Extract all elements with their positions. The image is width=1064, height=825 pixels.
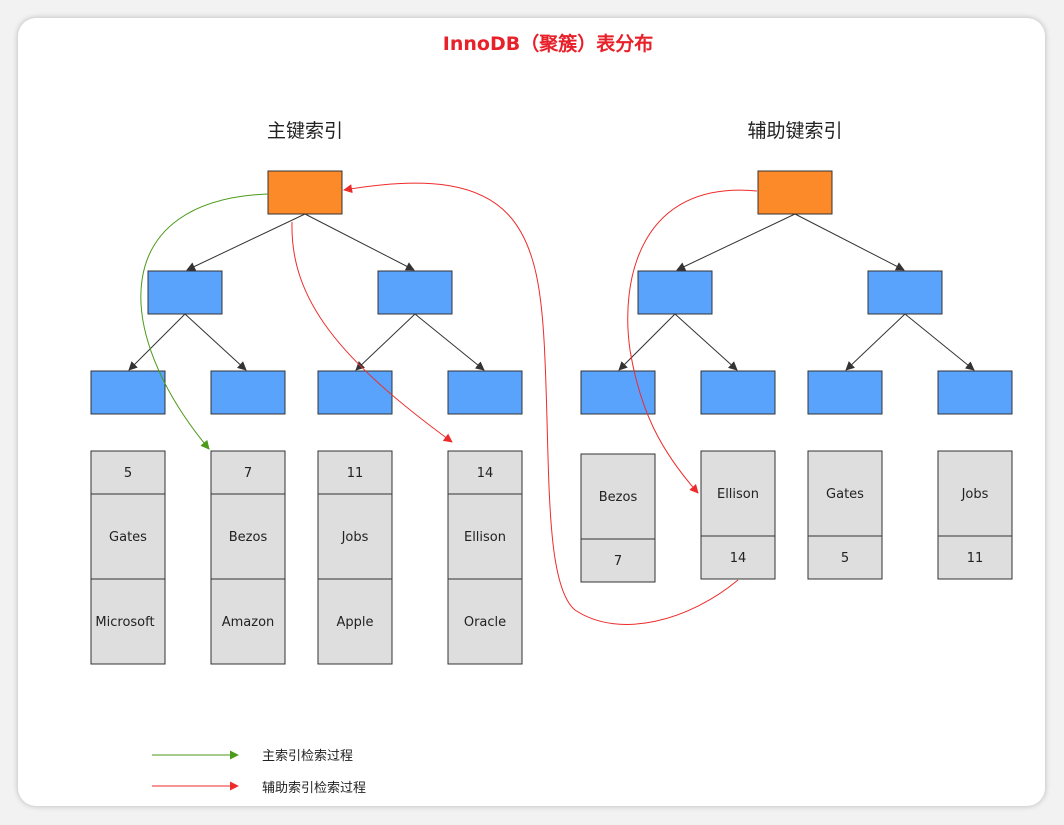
primary-row-2: 11 Jobs Apple bbox=[317, 450, 393, 665]
row-name: Bezos bbox=[229, 530, 268, 545]
row-company: Microsoft bbox=[95, 615, 154, 630]
primary-row-3: 14 Ellison Oracle bbox=[447, 450, 523, 665]
row-name: Ellison bbox=[717, 487, 759, 502]
row-id: 14 bbox=[730, 551, 747, 566]
primary-index-label: 主键索引 bbox=[267, 120, 343, 142]
row-company: Amazon bbox=[222, 615, 275, 630]
primary-leaf-node bbox=[447, 370, 523, 415]
row-id: 5 bbox=[841, 551, 849, 566]
row-name: Gates bbox=[109, 530, 147, 545]
secondary-leaf-node bbox=[700, 370, 776, 415]
primary-row-0: 5 Gates Microsoft bbox=[90, 450, 166, 665]
secondary-row-1: Ellison 14 bbox=[700, 450, 776, 580]
row-id: 5 bbox=[124, 466, 132, 481]
row-name: Gates bbox=[826, 487, 864, 502]
row-company: Apple bbox=[336, 615, 373, 630]
row-id: 7 bbox=[614, 554, 622, 569]
diagram-title: InnoDB（聚簇）表分布 bbox=[443, 32, 653, 55]
primary-internal-node-left bbox=[147, 270, 223, 315]
secondary-internal-node-right bbox=[867, 270, 943, 315]
primary-leaf-node bbox=[90, 370, 166, 415]
primary-tree-edges bbox=[128, 213, 485, 371]
secondary-row-2: Gates 5 bbox=[807, 450, 883, 580]
secondary-row-3: Jobs 11 bbox=[937, 450, 1013, 580]
row-id: 14 bbox=[477, 466, 494, 481]
secondary-search-path-step-1 bbox=[627, 189, 758, 494]
row-id: 11 bbox=[967, 551, 984, 566]
secondary-search-path-step-3 bbox=[291, 221, 453, 443]
secondary-leaf-node bbox=[580, 370, 656, 415]
primary-row-1: 7 Bezos Amazon bbox=[210, 450, 286, 665]
row-name: Jobs bbox=[341, 530, 369, 545]
secondary-search-path-step-2 bbox=[343, 182, 739, 625]
primary-leaf-node bbox=[210, 370, 286, 415]
row-id: 7 bbox=[244, 466, 252, 481]
secondary-leaf-node bbox=[807, 370, 883, 415]
secondary-internal-node-left bbox=[637, 270, 713, 315]
row-name: Ellison bbox=[464, 530, 506, 545]
primary-root-node bbox=[267, 170, 343, 215]
primary-search-path bbox=[140, 193, 269, 450]
row-id: 11 bbox=[347, 466, 364, 481]
legend-secondary-label: 辅助索引检索过程 bbox=[262, 781, 366, 796]
secondary-leaf-node bbox=[937, 370, 1013, 415]
secondary-tree-edges bbox=[618, 213, 975, 371]
primary-leaf-node bbox=[317, 370, 393, 415]
row-company: Oracle bbox=[464, 615, 506, 630]
secondary-row-0: Bezos 7 bbox=[580, 453, 656, 583]
primary-internal-node-right bbox=[377, 270, 453, 315]
legend-primary-label: 主索引检索过程 bbox=[262, 749, 353, 764]
secondary-root-node bbox=[757, 170, 833, 215]
row-name: Jobs bbox=[961, 487, 989, 502]
secondary-index-label: 辅助键索引 bbox=[747, 120, 842, 142]
row-name: Bezos bbox=[599, 490, 638, 505]
